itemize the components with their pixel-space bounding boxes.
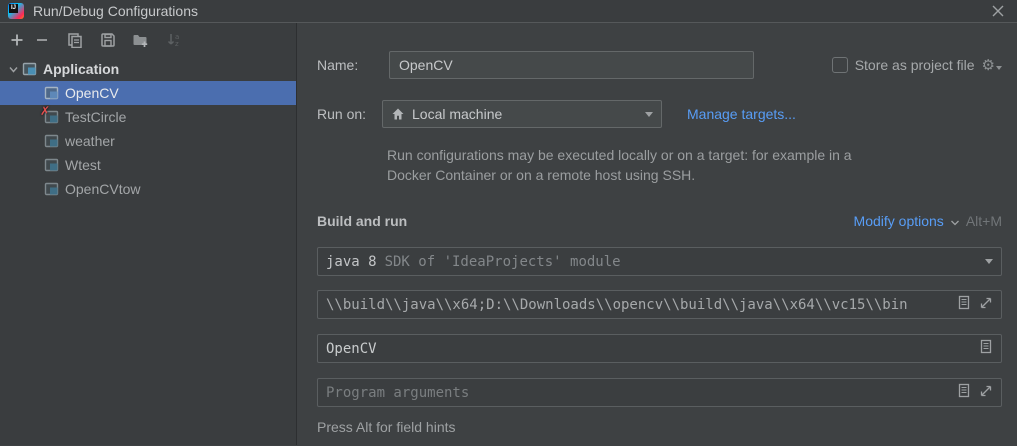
- configurations-tree: Application OpenCV: [0, 57, 296, 201]
- configurations-sidebar: a z Application: [0, 23, 297, 445]
- tree-item-label: OpenCV: [65, 85, 119, 101]
- build-and-run-header: Build and run Modify options Alt+M: [317, 212, 1002, 230]
- application-type-icon-error: ✗: [40, 104, 60, 125]
- main-class-input[interactable]: OpenCV: [317, 334, 1002, 363]
- application-type-icon: [44, 181, 60, 197]
- sidebar-toolbar: a z: [0, 23, 296, 57]
- svg-text:z: z: [175, 40, 179, 48]
- store-as-project-file-label: Store as project file: [854, 57, 975, 73]
- program-arguments-input[interactable]: Program arguments: [317, 378, 1002, 407]
- tree-item-label: OpenCVtow: [65, 181, 141, 197]
- application-type-icon: [44, 133, 60, 149]
- expand-field-icon[interactable]: [979, 384, 993, 402]
- manage-targets-link[interactable]: Manage targets...: [687, 106, 796, 122]
- home-icon: [391, 107, 405, 121]
- insert-macros-icon[interactable]: [957, 295, 971, 314]
- tree-item-label: weather: [65, 133, 115, 149]
- insert-macros-icon[interactable]: [957, 383, 971, 402]
- tree-item-opencv[interactable]: OpenCV: [0, 81, 296, 105]
- modify-options-link[interactable]: Modify options: [853, 213, 944, 229]
- modify-options-shortcut: Alt+M: [965, 213, 1002, 229]
- application-type-icon: [44, 85, 60, 101]
- save-icon[interactable]: [95, 29, 120, 51]
- intellij-logo-icon: [8, 3, 24, 19]
- tree-node-label: Application: [43, 61, 120, 77]
- run-on-row: Run on: Local machine Manage targets...: [317, 100, 1002, 128]
- tree-item-wtest[interactable]: Wtest: [0, 153, 296, 177]
- tree-item-weather[interactable]: weather: [0, 129, 296, 153]
- insert-macros-icon[interactable]: [979, 339, 993, 358]
- run-target-description: Run configurations may be executed local…: [387, 147, 852, 183]
- run-on-select[interactable]: Local machine: [382, 100, 662, 128]
- chevron-down-icon: [645, 111, 653, 117]
- titlebar: Run/Debug Configurations: [0, 0, 1017, 23]
- tree-item-label: Wtest: [65, 157, 101, 173]
- chevron-down-icon: [985, 259, 993, 264]
- name-input[interactable]: OpenCV: [389, 51, 754, 79]
- gear-icon[interactable]: ⚙: [982, 57, 1002, 73]
- add-icon[interactable]: [4, 29, 29, 51]
- section-title: Build and run: [317, 213, 408, 229]
- tree-item-label: TestCircle: [65, 109, 127, 125]
- remove-icon[interactable]: [29, 29, 54, 51]
- main-class-value: OpenCV: [326, 340, 377, 357]
- tree-node-application[interactable]: Application: [0, 57, 296, 81]
- application-type-icon: [44, 157, 60, 173]
- copy-icon[interactable]: [62, 29, 87, 51]
- program-arguments-placeholder: Program arguments: [326, 384, 470, 401]
- run-on-label: Run on:: [317, 106, 367, 122]
- chevron-down-icon: [950, 214, 960, 230]
- configuration-editor: Name: OpenCV Store as project file ⚙ Run…: [297, 23, 1017, 445]
- new-folder-icon[interactable]: [128, 29, 153, 51]
- dialog-title: Run/Debug Configurations: [33, 3, 198, 19]
- vm-options-value: \\build\\java\\x64;D:\\Downloads\\opencv…: [326, 296, 908, 313]
- application-type-icon: [22, 61, 38, 77]
- name-label: Name:: [317, 57, 359, 73]
- store-as-project-file-checkbox[interactable]: [831, 57, 848, 73]
- expand-field-icon[interactable]: [979, 296, 993, 314]
- sdk-select[interactable]: java 8 SDK of 'IdeaProjects' module: [317, 247, 1002, 276]
- vm-options-input[interactable]: \\build\\java\\x64;D:\\Downloads\\opencv…: [317, 290, 1002, 319]
- name-value: OpenCV: [399, 57, 453, 73]
- sort-icon[interactable]: a z: [161, 29, 186, 51]
- tree-item-testcircle[interactable]: ✗ TestCircle: [0, 104, 296, 129]
- tree-item-opencvtow[interactable]: OpenCVtow: [0, 177, 296, 201]
- field-hints-text: Press Alt for field hints: [317, 419, 456, 435]
- svg-text:a: a: [175, 33, 179, 41]
- sdk-value: java 8: [326, 253, 377, 270]
- run-on-value: Local machine: [412, 106, 503, 122]
- chevron-down-icon[interactable]: [4, 64, 22, 75]
- close-icon[interactable]: [989, 2, 1007, 20]
- name-row: Name: OpenCV Store as project file ⚙: [317, 51, 1002, 79]
- error-badge-icon: ✗: [40, 104, 51, 118]
- sdk-description: SDK of 'IdeaProjects' module: [384, 253, 621, 270]
